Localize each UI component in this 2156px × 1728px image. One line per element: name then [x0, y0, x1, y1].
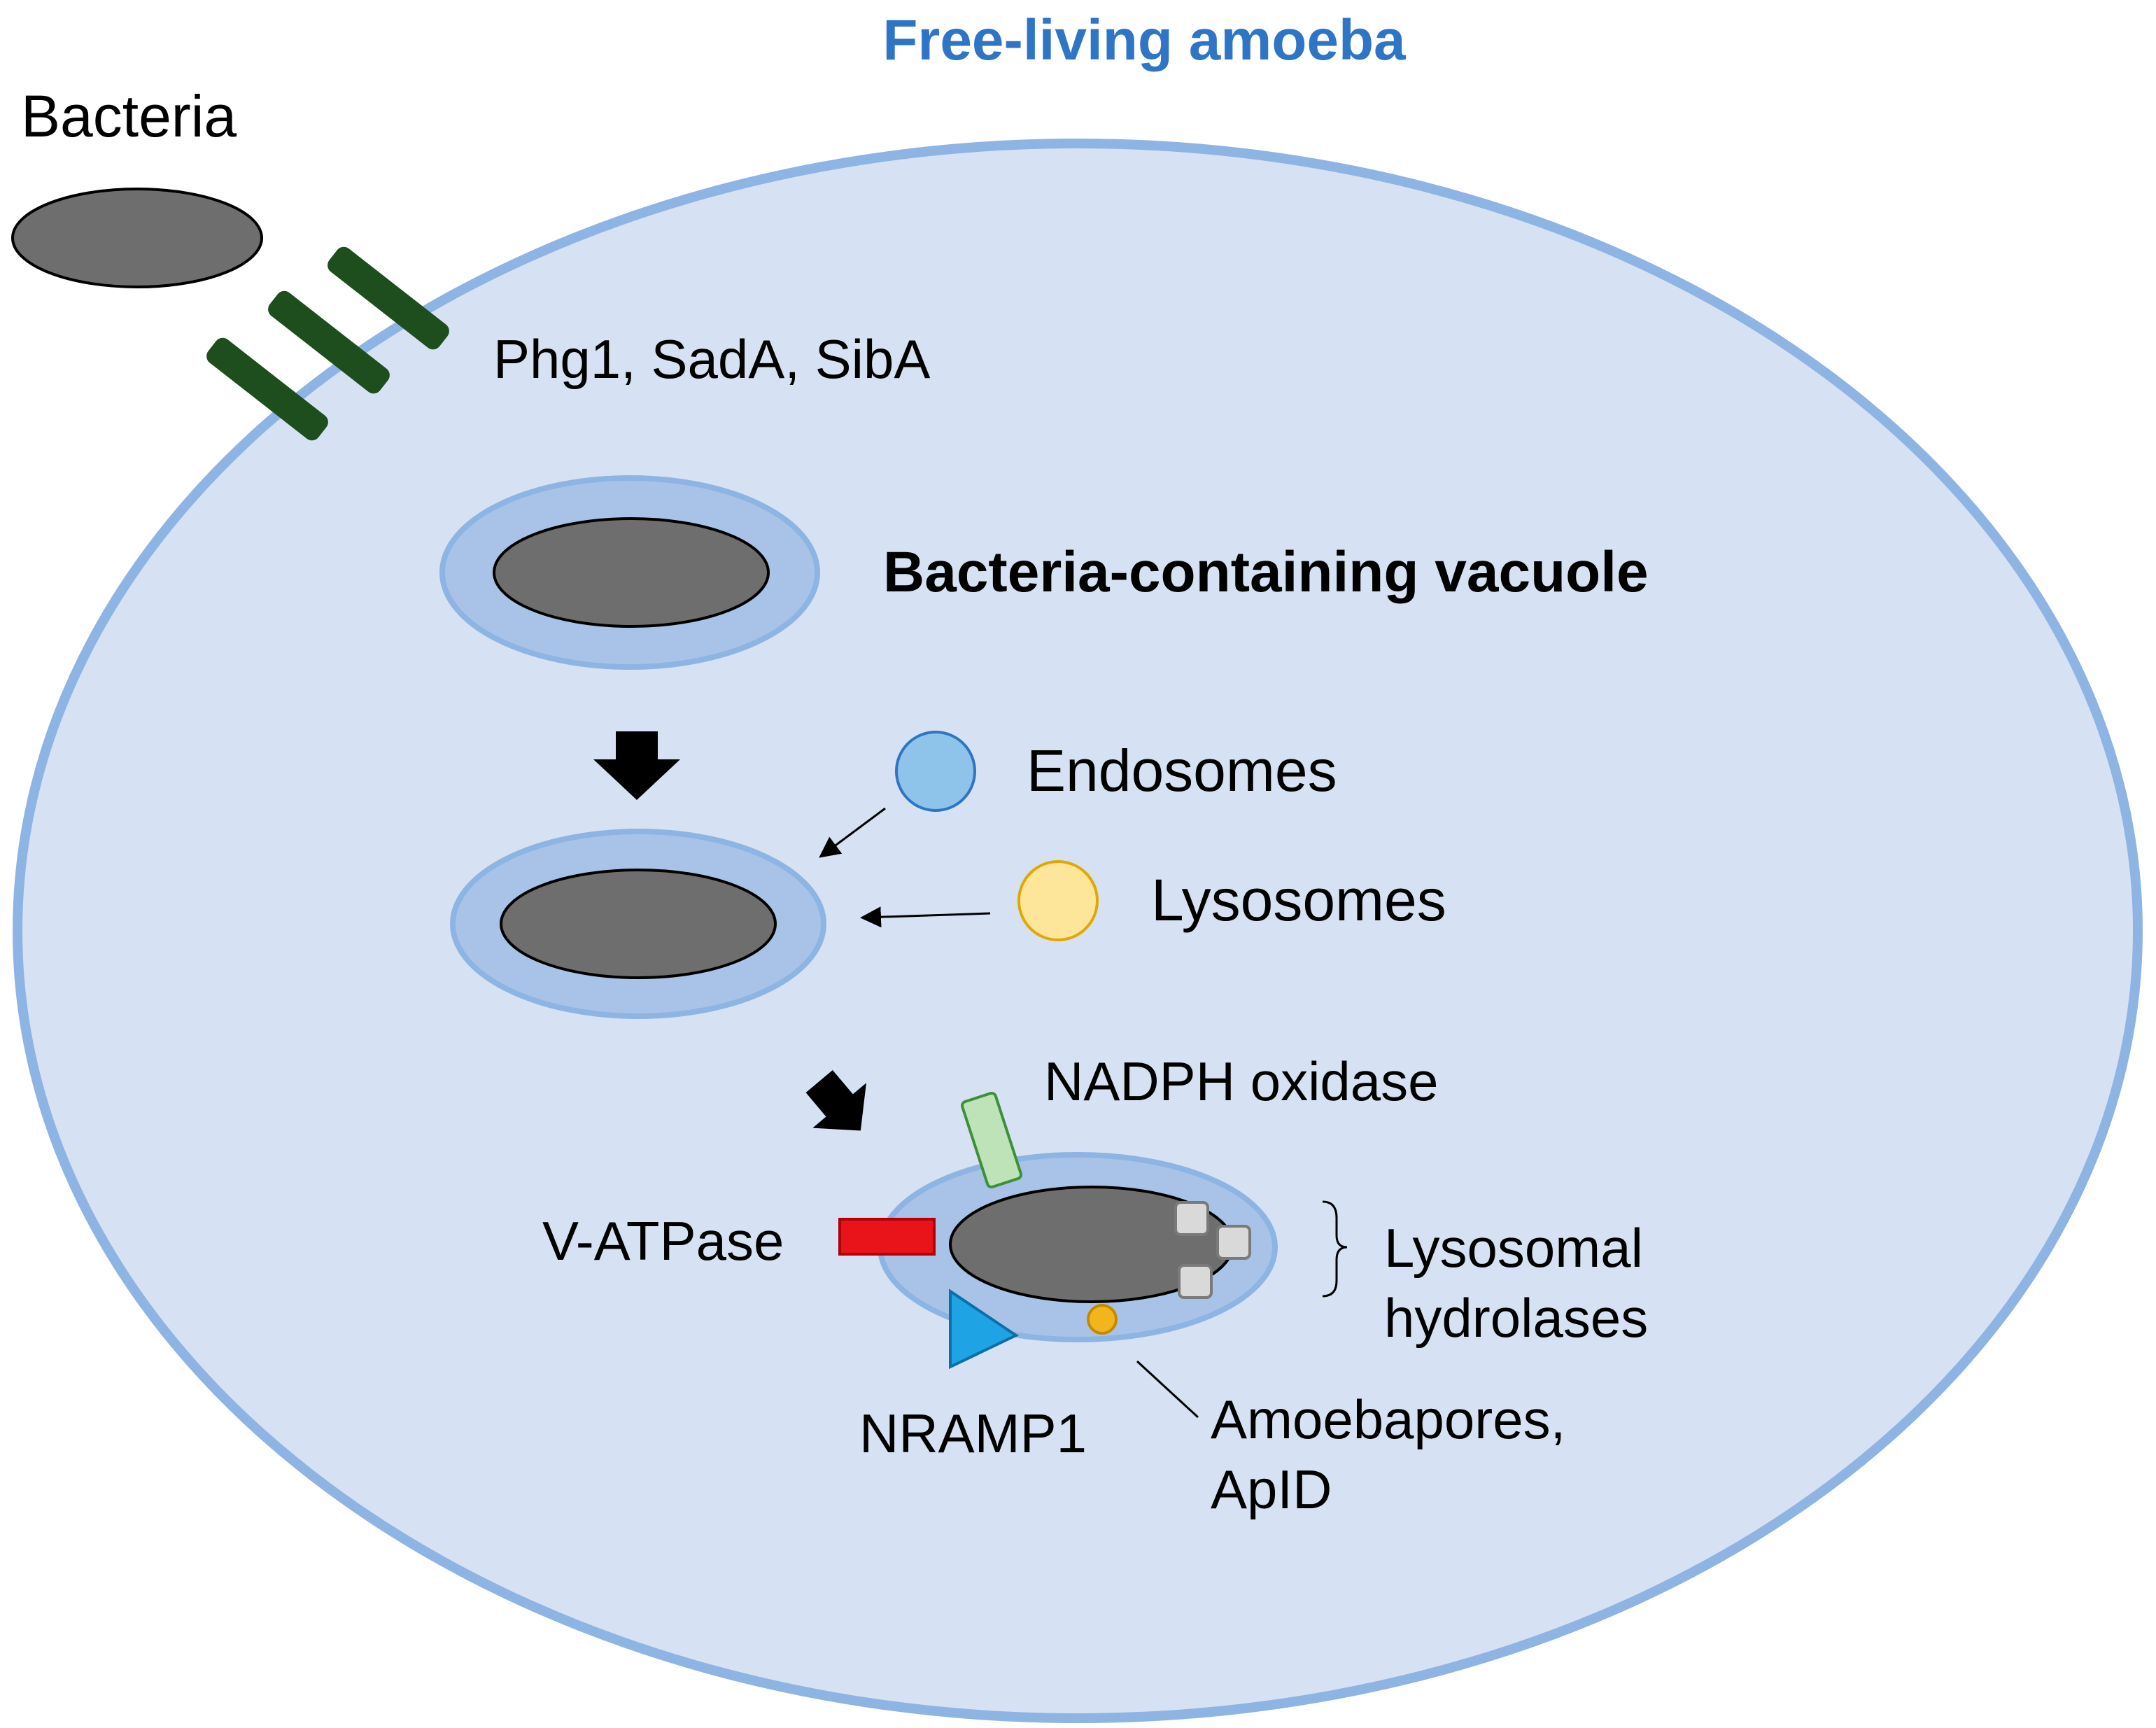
nramp-label: NRAMP1: [859, 1403, 1087, 1464]
hydrolases-bracket: [1322, 1200, 1348, 1298]
lysosome: [1017, 860, 1099, 941]
diagram-title: Free-living amoeba: [882, 8, 1407, 72]
external-bacterium: [11, 188, 263, 288]
stage-arrow-diagonal: [805, 1069, 866, 1131]
receptor-bar: [268, 290, 390, 394]
receptors-label: Phg1, SadA, SibA: [493, 328, 930, 390]
lysosomes-label: Lysosomes: [1151, 867, 1446, 933]
nadph-label: NADPH oxidase: [1044, 1051, 1439, 1112]
lysosome-arrow: [860, 906, 991, 928]
nadph-oxidase: [961, 1091, 1022, 1189]
stage-arrow-down: [593, 731, 680, 800]
vacuole-stage-2: [450, 829, 826, 1019]
receptor-bar: [327, 246, 449, 350]
hydrolase-square: [1216, 1225, 1251, 1260]
hydrolase-square: [1174, 1201, 1209, 1236]
receptor-bar: [206, 337, 328, 441]
vacuole-label: Bacteria-containing vacuole: [883, 540, 1649, 604]
hydrolase-square: [1178, 1264, 1213, 1299]
phagolysosome: [878, 1152, 1278, 1342]
v-atpase: [838, 1218, 936, 1256]
endosomes-label: Endosomes: [1027, 738, 1337, 803]
vacuole-bacterium: [493, 517, 770, 628]
bacteria-label: Bacteria: [21, 83, 237, 149]
endosome-arrow: [819, 807, 886, 858]
amoebapores-label-line1: Amoebapores,: [1211, 1389, 1565, 1450]
vatpase-label: V-ATPase: [542, 1210, 784, 1272]
vacuole-stage-1: [439, 475, 820, 670]
amoebapore-pointer: [1136, 1360, 1199, 1419]
hydrolases-label-line2: hydrolases: [1384, 1287, 1648, 1349]
vacuole-bacterium: [500, 869, 777, 979]
hydrolases-label-line1: Lysosomal: [1384, 1217, 1643, 1279]
nramp1: [949, 1288, 1020, 1370]
lysosomal-hydrolases: [1174, 1201, 1251, 1299]
amoebapore: [1087, 1304, 1118, 1335]
amoebapores-label-line2: ApID: [1211, 1459, 1332, 1520]
membrane-receptors: [206, 246, 449, 441]
endosome: [895, 731, 976, 812]
